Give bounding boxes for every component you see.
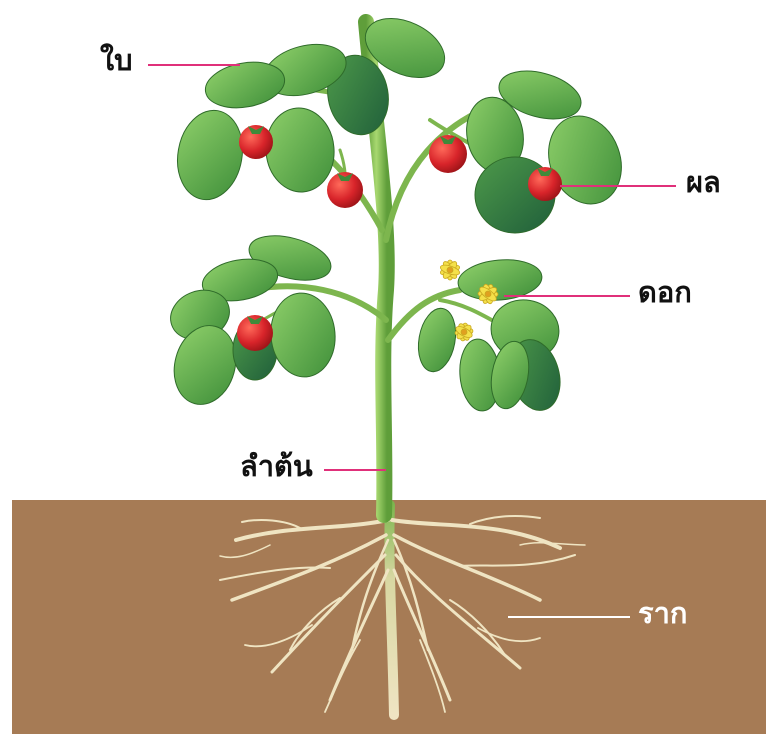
root-leader-line bbox=[508, 616, 630, 618]
leaf-leader-line bbox=[148, 64, 240, 66]
tomato bbox=[237, 315, 273, 351]
leaves bbox=[164, 7, 634, 416]
flower-leader-line bbox=[504, 295, 630, 297]
flower bbox=[439, 260, 460, 281]
flower-label: ดอก bbox=[638, 278, 692, 307]
tomato bbox=[239, 125, 273, 159]
fruit-label: ผล bbox=[686, 168, 721, 197]
stem-label: ลำต้น bbox=[240, 452, 313, 481]
tomato bbox=[528, 167, 562, 201]
stem-leader-line bbox=[324, 469, 386, 471]
tomato bbox=[327, 172, 363, 208]
flower bbox=[454, 322, 474, 342]
root-label: ราก bbox=[638, 599, 687, 628]
leaf-label: ใบ bbox=[100, 46, 133, 75]
fruit-leader-line bbox=[560, 185, 676, 187]
tomato bbox=[429, 135, 467, 173]
